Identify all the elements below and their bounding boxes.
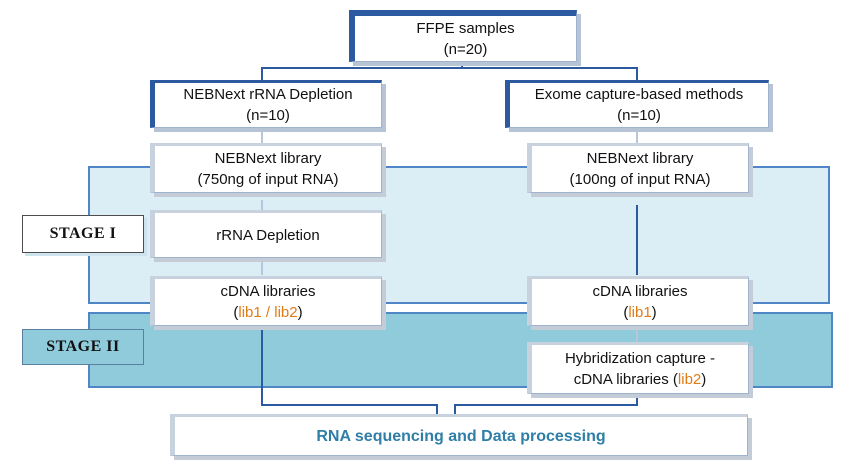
connector-top-split — [261, 57, 638, 82]
connector-right-join — [454, 390, 638, 418]
right-lib1-highlight: lib1 — [628, 304, 652, 321]
connector-left-lower — [261, 330, 438, 418]
stage-1-label: STAGE I — [22, 215, 144, 253]
rrna-depletion-method-title: NEBNext rRNA Depletion — [183, 86, 353, 103]
right-nebnext-library-input: (100ng of input RNA) — [569, 171, 711, 188]
right-cdna-libraries-box: cDNA libraries (lib1) — [527, 276, 749, 326]
exome-capture-method-title: Exome capture-based methods — [534, 86, 744, 103]
rna-sequencing-box: RNA sequencing and Data processing — [170, 414, 748, 456]
right-nebnext-library-title: NEBNext library — [586, 150, 694, 167]
hybridization-capture-box: Hybridization capture - cDNA libraries (… — [527, 342, 749, 394]
rrna-depletion-step-label: rRNA Depletion — [216, 226, 320, 244]
rna-sequencing-label: RNA sequencing and Data processing — [316, 427, 606, 445]
right-cdna-libraries-libs: (lib1) — [623, 304, 657, 321]
left-nebnext-library-title: NEBNext library — [214, 150, 322, 167]
ffpe-samples-title: FFPE samples — [416, 19, 515, 37]
left-cdna-libraries-title: cDNA libraries — [220, 283, 316, 300]
hybridization-capture-title: Hybridization capture - — [564, 350, 716, 367]
right-cdna-libraries-title: cDNA libraries — [592, 283, 688, 300]
left-lib-highlight: lib1 / lib2 — [238, 304, 298, 321]
ffpe-samples-box: FFPE samples (n=20) — [349, 10, 577, 62]
stage-2-label: STAGE II — [22, 329, 144, 365]
right-nebnext-library-box: NEBNext library (100ng of input RNA) — [527, 143, 749, 193]
exome-capture-method-count: (n=10) — [617, 107, 661, 124]
hybridization-capture-libs: cDNA libraries (lib2) — [573, 371, 707, 388]
left-nebnext-library-box: NEBNext library (750ng of input RNA) — [150, 143, 382, 193]
left-nebnext-library-input: (750ng of input RNA) — [197, 171, 339, 188]
right-lib2-highlight: lib2 — [677, 371, 702, 388]
rrna-depletion-step-box: rRNA Depletion — [150, 210, 382, 258]
left-cdna-libraries-box: cDNA libraries (lib1 / lib2) — [150, 276, 382, 326]
rrna-depletion-method-box: NEBNext rRNA Depletion (n=10) — [150, 80, 382, 128]
exome-capture-method-box: Exome capture-based methods (n=10) — [505, 80, 769, 128]
rrna-depletion-method-count: (n=10) — [246, 107, 290, 124]
ffpe-samples-count: (n=20) — [443, 40, 488, 58]
left-cdna-libraries-libs: (lib1 / lib2) — [233, 304, 303, 321]
